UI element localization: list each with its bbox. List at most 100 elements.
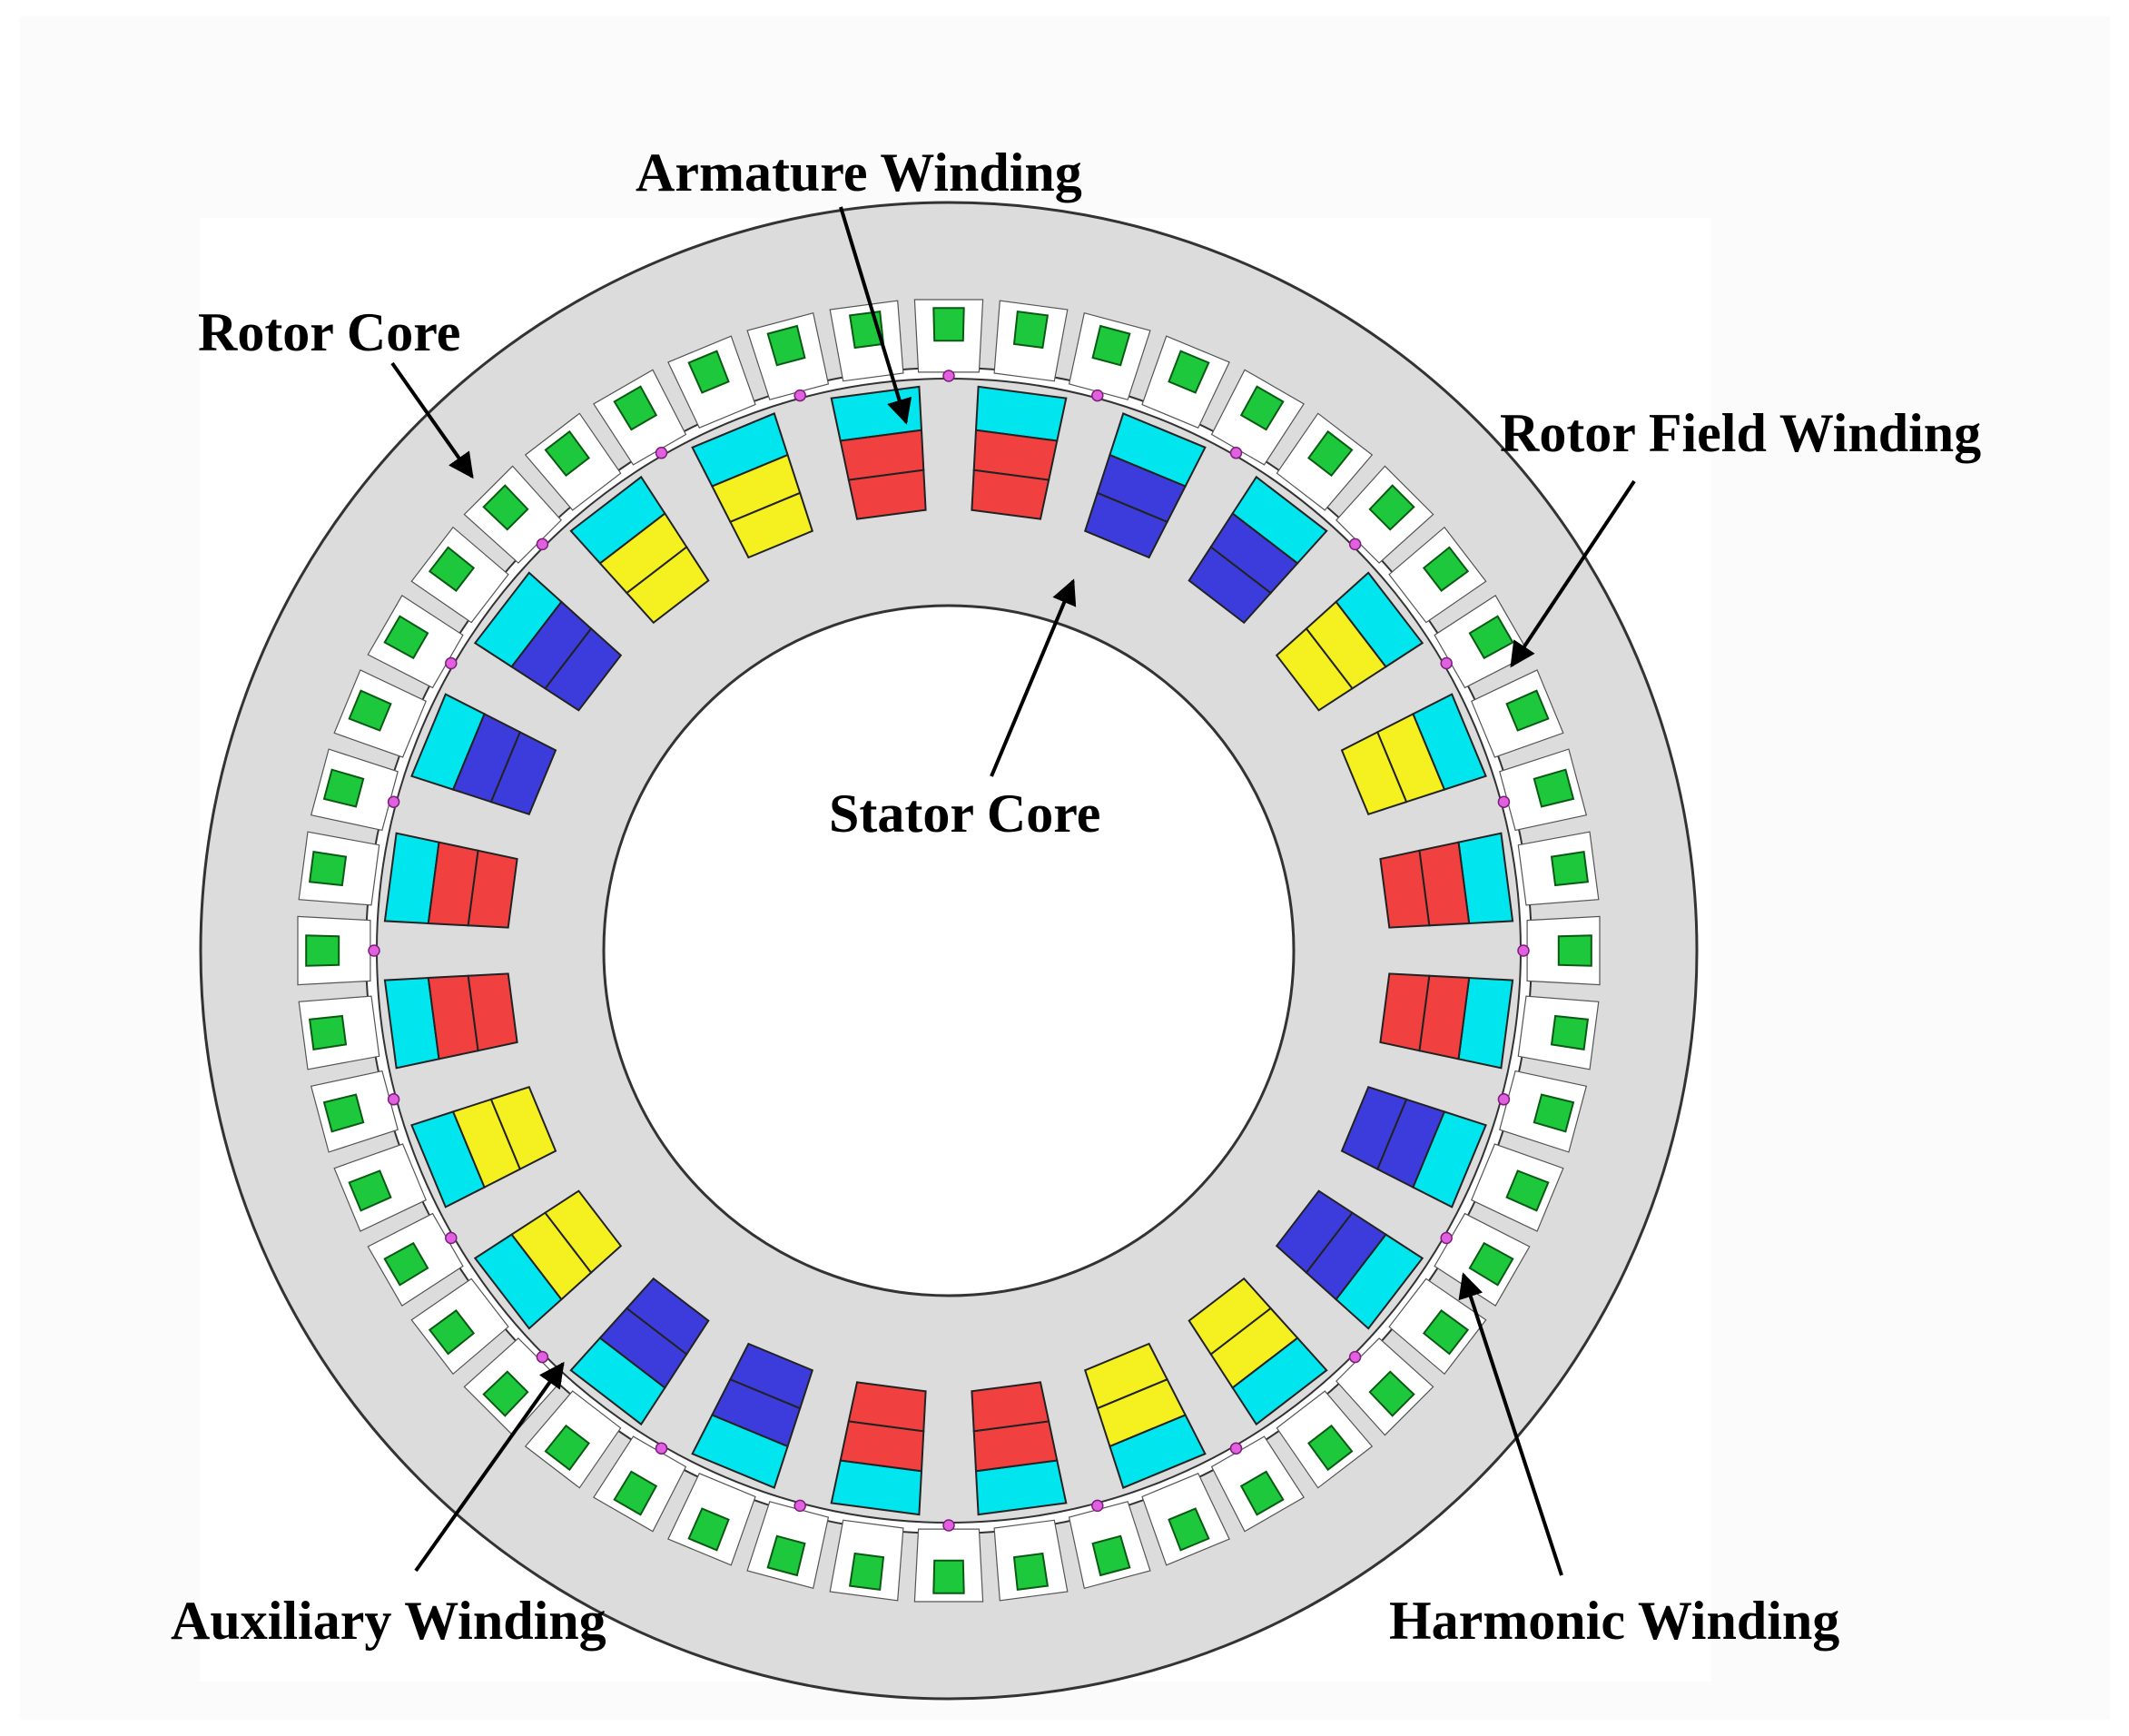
armature-winding-conductor (1188, 546, 1273, 625)
armature-winding-conductor (847, 1381, 927, 1433)
harmonic-winding-dot (655, 1442, 668, 1455)
rotor-field-coil (544, 429, 590, 478)
rotor-field-coil (1307, 1424, 1354, 1472)
harmonic-winding-dot (655, 447, 668, 459)
arrow-stator-core (990, 578, 1077, 777)
rotor-field-coil (1557, 934, 1592, 967)
harmonic-winding-dot (942, 1519, 955, 1532)
rotor-field-coil (1422, 1309, 1470, 1356)
rotor-field-coil (932, 307, 965, 342)
label-harmonic-winding: Harmonic Winding (1389, 1591, 1840, 1651)
rotor-field-coil (1368, 484, 1415, 531)
harmonic-winding-dot (1517, 944, 1530, 957)
rotor-field-coil (1505, 1169, 1550, 1212)
armature-winding-conductor (1379, 849, 1431, 929)
harmonic-winding-dot (536, 1350, 549, 1364)
label-stator-core: Stator Core (829, 784, 1101, 843)
rotor-field-coil (687, 350, 730, 394)
rotor-field-coil (1239, 1470, 1285, 1516)
armature-winding-conductor (729, 491, 814, 559)
rotor-field-coil (1168, 350, 1210, 394)
rotor-field-coil (482, 1370, 529, 1417)
harmonic-winding-dot (793, 389, 806, 402)
rotor-field-coil (428, 546, 476, 592)
rotor-field-coil (428, 1309, 476, 1356)
harmonic-winding-dot (1497, 795, 1511, 808)
rotor-field-coil (1307, 429, 1354, 478)
rotor-field-coil (1091, 324, 1131, 367)
armature-winding-conductor (544, 626, 623, 712)
armature-winding-conductor (1379, 972, 1431, 1052)
rotor-field-coil (308, 850, 348, 887)
harmonic-winding-dot (368, 944, 380, 957)
arrow-auxiliary-winding (414, 1361, 565, 1573)
stator-group (368, 370, 1530, 1532)
harmonic-winding-dot (942, 370, 955, 382)
armature-winding-conductor (1340, 1085, 1408, 1170)
rotor-field-coil (1533, 1093, 1575, 1133)
rotor-field-coil (932, 1559, 965, 1594)
rotor-field-coil (1422, 546, 1470, 592)
rotor-field-coil (766, 324, 806, 367)
armature-winding-conductor (971, 1381, 1050, 1433)
harmonic-winding-dot (1091, 389, 1104, 402)
armature-winding-conductor (1340, 731, 1408, 816)
arrow-armature-winding (839, 206, 912, 425)
arrow-rotor-field-winding (1510, 479, 1636, 668)
rotor-field-coil (1533, 768, 1575, 808)
rotor-field-coil (1550, 1014, 1590, 1051)
rotor-field-coil (383, 1241, 429, 1287)
rotor-field-coil (613, 385, 658, 431)
armature-winding-conductor (1083, 1342, 1168, 1410)
rotor-field-coil (348, 1169, 392, 1212)
armature-winding-conductor (489, 1085, 557, 1170)
harmonic-winding-dot (445, 656, 458, 670)
rotor-field-coil (766, 1534, 806, 1577)
stator-bore (602, 604, 1296, 1297)
armature-winding-conductor (729, 1342, 814, 1410)
rotor-field-coil (544, 1424, 590, 1472)
armature-winding-conductor (1083, 491, 1168, 559)
rotor-field-coil (687, 1507, 730, 1552)
harmonic-winding-dot (1348, 538, 1362, 551)
rotor-field-coil (322, 768, 365, 808)
rotor-field-coil (848, 1552, 885, 1592)
rotor-field-coil (308, 1014, 348, 1051)
arrow-harmonic-winding (1458, 1272, 1563, 1576)
rotor-field-coil (322, 1093, 365, 1133)
label-rotor-field-winding: Rotor Field Winding (1500, 403, 1982, 463)
armature-winding-conductor (467, 849, 518, 929)
armature-winding-conductor (544, 1189, 623, 1275)
harmonic-winding-dot (1229, 447, 1243, 459)
harmonic-winding-dot (387, 1093, 400, 1106)
armature-winding-conductor (1275, 1189, 1354, 1275)
arrow-rotor-core (390, 361, 474, 479)
rotor-field-coil (1091, 1534, 1131, 1577)
armature-winding-conductor (467, 972, 518, 1052)
rotor-field-coil (613, 1470, 658, 1516)
harmonic-winding-dot (793, 1499, 806, 1513)
rotor-field-coil (1550, 850, 1590, 887)
armature-winding-conductor (971, 469, 1050, 520)
harmonic-winding-dot (1348, 1350, 1362, 1364)
harmonic-winding-dot (1440, 1231, 1453, 1245)
armature-winding-conductor (1275, 626, 1354, 712)
rotor-field-coil (1168, 1507, 1210, 1552)
rotor-field-coil (1012, 310, 1050, 350)
label-rotor-core: Rotor Core (198, 302, 461, 362)
rotor-field-coil (1239, 385, 1285, 431)
armature-winding-conductor (1188, 1277, 1273, 1356)
rotor-field-coil (348, 689, 392, 732)
rotor-field-coil (482, 484, 529, 531)
harmonic-winding-dot (387, 795, 400, 808)
harmonic-winding-dot (1497, 1093, 1511, 1106)
harmonic-winding-dot (1440, 656, 1453, 670)
harmonic-winding-dot (1091, 1499, 1104, 1513)
harmonic-winding-dot (536, 538, 549, 551)
armature-winding-conductor (489, 731, 557, 816)
rotor-field-coil (1368, 1370, 1415, 1417)
annotation-arrows (390, 206, 1636, 1576)
label-armature-winding: Armature Winding (636, 143, 1082, 202)
